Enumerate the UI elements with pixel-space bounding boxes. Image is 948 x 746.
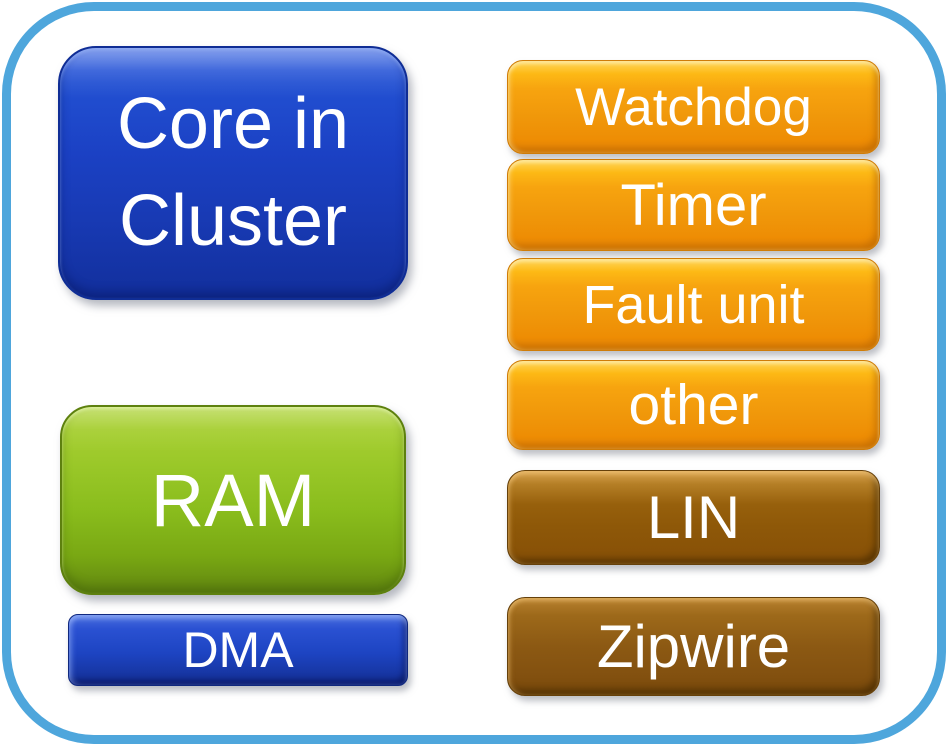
watchdog-label: Watchdog [575, 77, 812, 137]
block-lin: LIN [507, 470, 880, 565]
ram-label: RAM [150, 458, 316, 542]
block-other: other [507, 360, 880, 450]
block-zipwire: Zipwire [507, 597, 880, 696]
block-timer: Timer [507, 159, 880, 251]
other-label: other [628, 373, 759, 437]
zipwire-label: Zipwire [596, 613, 791, 680]
core-label-line1: Core in [116, 84, 350, 164]
lin-label: LIN [646, 484, 741, 551]
core-in-cluster-label: Core in Cluster [117, 76, 349, 270]
block-dma: DMA [68, 614, 408, 686]
block-ram: RAM [60, 405, 406, 595]
timer-label: Timer [620, 172, 767, 238]
block-watchdog: Watchdog [507, 60, 880, 154]
block-core-in-cluster: Core in Cluster [58, 46, 408, 300]
dma-label: DMA [182, 622, 294, 678]
fault-unit-label: Fault unit [582, 274, 805, 335]
core-label-line2: Cluster [118, 181, 348, 261]
block-fault-unit: Fault unit [507, 258, 880, 351]
